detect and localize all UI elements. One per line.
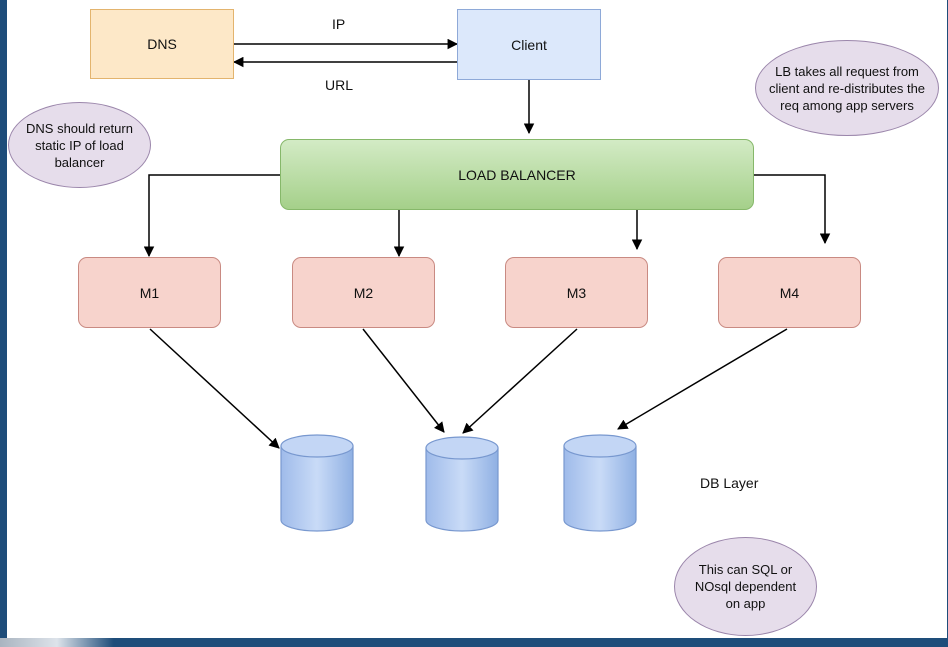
dns-box: DNS — [90, 9, 234, 79]
db-layer-label: DB Layer — [700, 475, 759, 491]
dns-note-text: DNS should return static IP of load bala… — [26, 120, 133, 170]
server-m3-label: M3 — [566, 284, 587, 301]
db-note-text: This can SQL or NOsql dependent on app — [694, 562, 797, 611]
load-balancer-label: LOAD BALANCER — [458, 166, 576, 183]
url-label: URL — [325, 77, 354, 93]
lb-note-bubble: LB takes all request from client and re-… — [755, 40, 939, 136]
dns-label: DNS — [147, 36, 177, 52]
database-3 — [563, 434, 637, 532]
ip-label: IP — [332, 16, 346, 32]
lb-to-m4-arrow — [754, 174, 831, 245]
database-1 — [280, 434, 354, 532]
m1-to-db1-arrow — [149, 328, 280, 449]
window-frame-bottom — [0, 638, 948, 647]
dns-note-bubble: DNS should return static IP of load bala… — [8, 102, 151, 188]
load-balancer-box: LOAD BALANCER — [280, 139, 754, 210]
client-box: Client — [457, 9, 601, 80]
database-2 — [425, 436, 499, 532]
m3-to-db2-arrow — [462, 328, 578, 434]
lb-to-m1-arrow — [143, 174, 280, 258]
lb-note-text: LB takes all request from client and re-… — [768, 63, 926, 113]
db-note-bubble: This can SQL or NOsql dependent on app — [674, 537, 817, 636]
server-m1: M1 — [78, 257, 221, 328]
m4-to-db3-arrow — [617, 328, 788, 430]
server-m4: M4 — [718, 257, 861, 328]
server-m4-label: M4 — [779, 284, 800, 301]
m2-to-db2-arrow — [362, 328, 445, 433]
server-m3: M3 — [505, 257, 648, 328]
client-label: Client — [511, 36, 547, 53]
server-m1-label: M1 — [139, 284, 160, 301]
server-m2: M2 — [292, 257, 435, 328]
server-m2-label: M2 — [353, 284, 374, 301]
